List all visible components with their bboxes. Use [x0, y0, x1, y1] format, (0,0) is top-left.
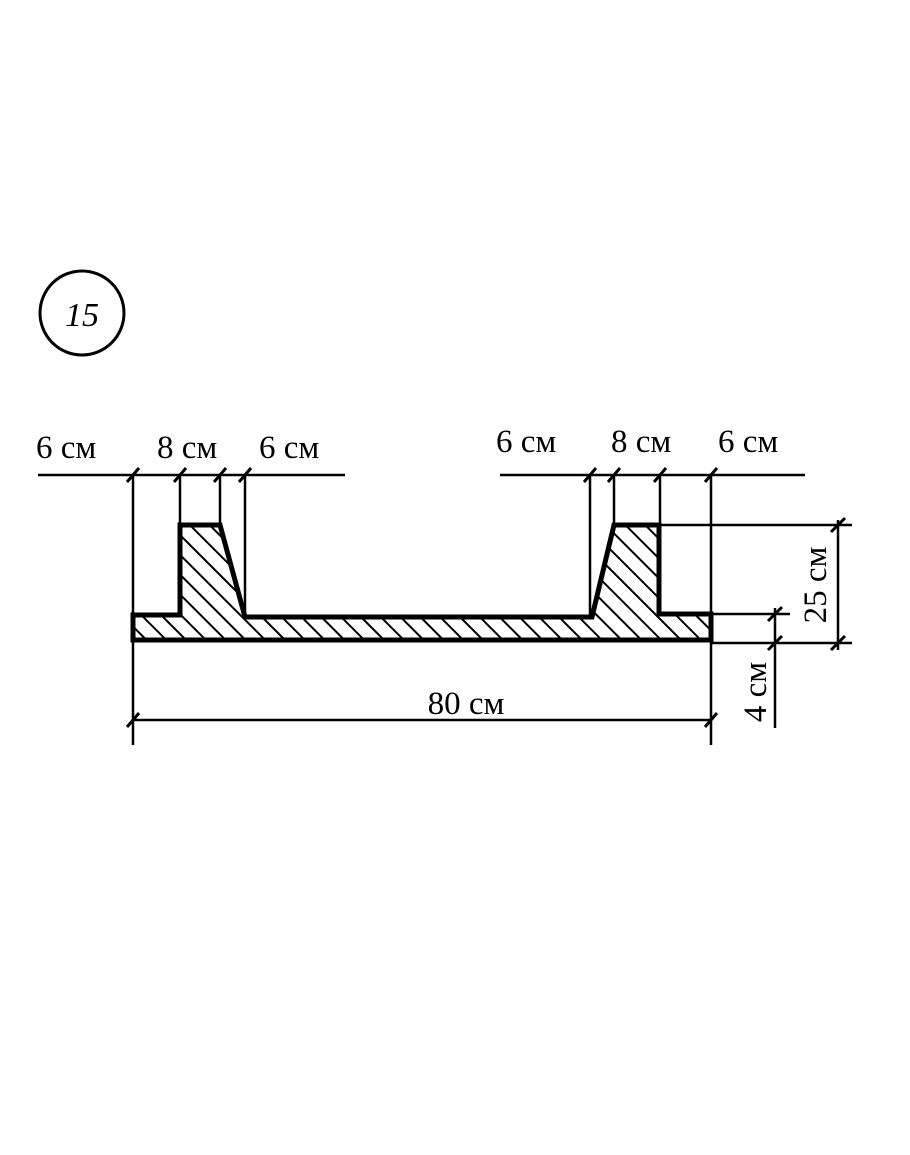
dimension-ticks	[125, 467, 847, 728]
right-dim-label-2: 8 см	[611, 424, 671, 460]
left-dim-label-3: 6 см	[259, 430, 319, 466]
section-shape	[130, 522, 714, 643]
problem-number: 15	[65, 297, 99, 334]
problem-number-badge: 15	[38, 269, 126, 357]
left-dim-label-2: 8 см	[157, 430, 217, 466]
dimension-lines	[38, 467, 852, 745]
right-dim-label-1: 6 см	[496, 424, 556, 460]
right-dim-label-3: 6 см	[718, 424, 778, 460]
rib-height-label: 25 см	[798, 546, 834, 623]
total-width-label: 80 см	[428, 686, 505, 722]
left-dim-label-1: 6 см	[36, 430, 96, 466]
slab-thickness-label: 4 см	[738, 662, 774, 722]
